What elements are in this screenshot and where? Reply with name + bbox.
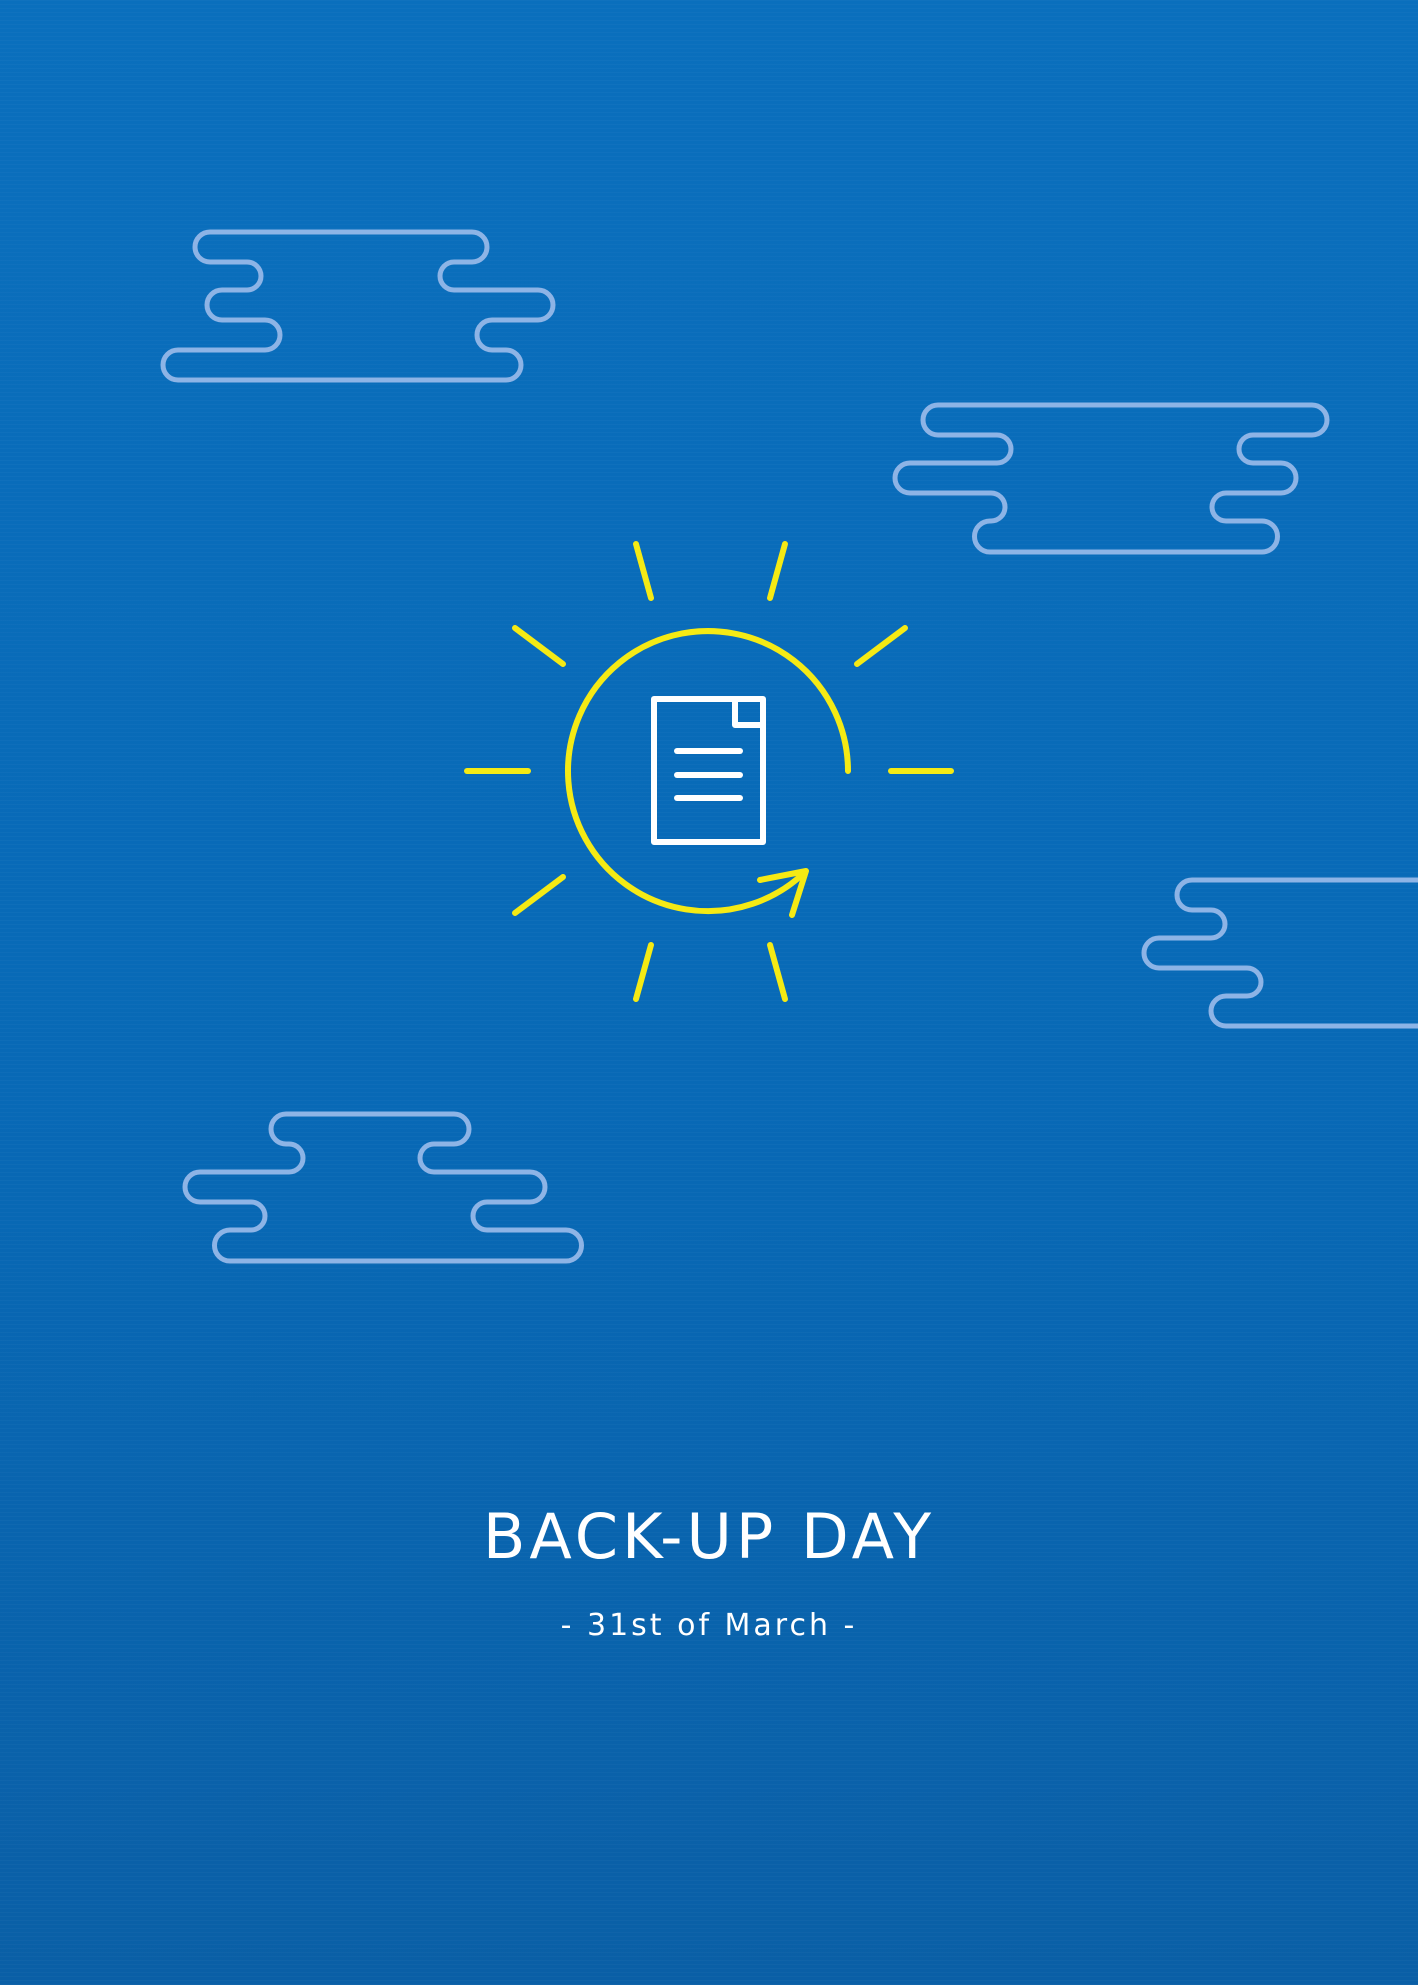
refresh-arrow-icon — [565, 628, 851, 918]
document-icon — [651, 696, 766, 845]
cloud-icon-right-edge — [1141, 877, 1418, 1029]
poster-title: BACK-UP DAY — [482, 1500, 936, 1573]
backup-document-sun-icon — [464, 541, 954, 1002]
cloud-icon-top-left — [160, 229, 556, 383]
cloud-icon-lower-left — [182, 1111, 584, 1264]
cloud-icon-top-right — [892, 402, 1330, 555]
poster-subtitle-date: - 31st of March - — [560, 1608, 858, 1643]
sun-rays — [464, 541, 954, 1002]
